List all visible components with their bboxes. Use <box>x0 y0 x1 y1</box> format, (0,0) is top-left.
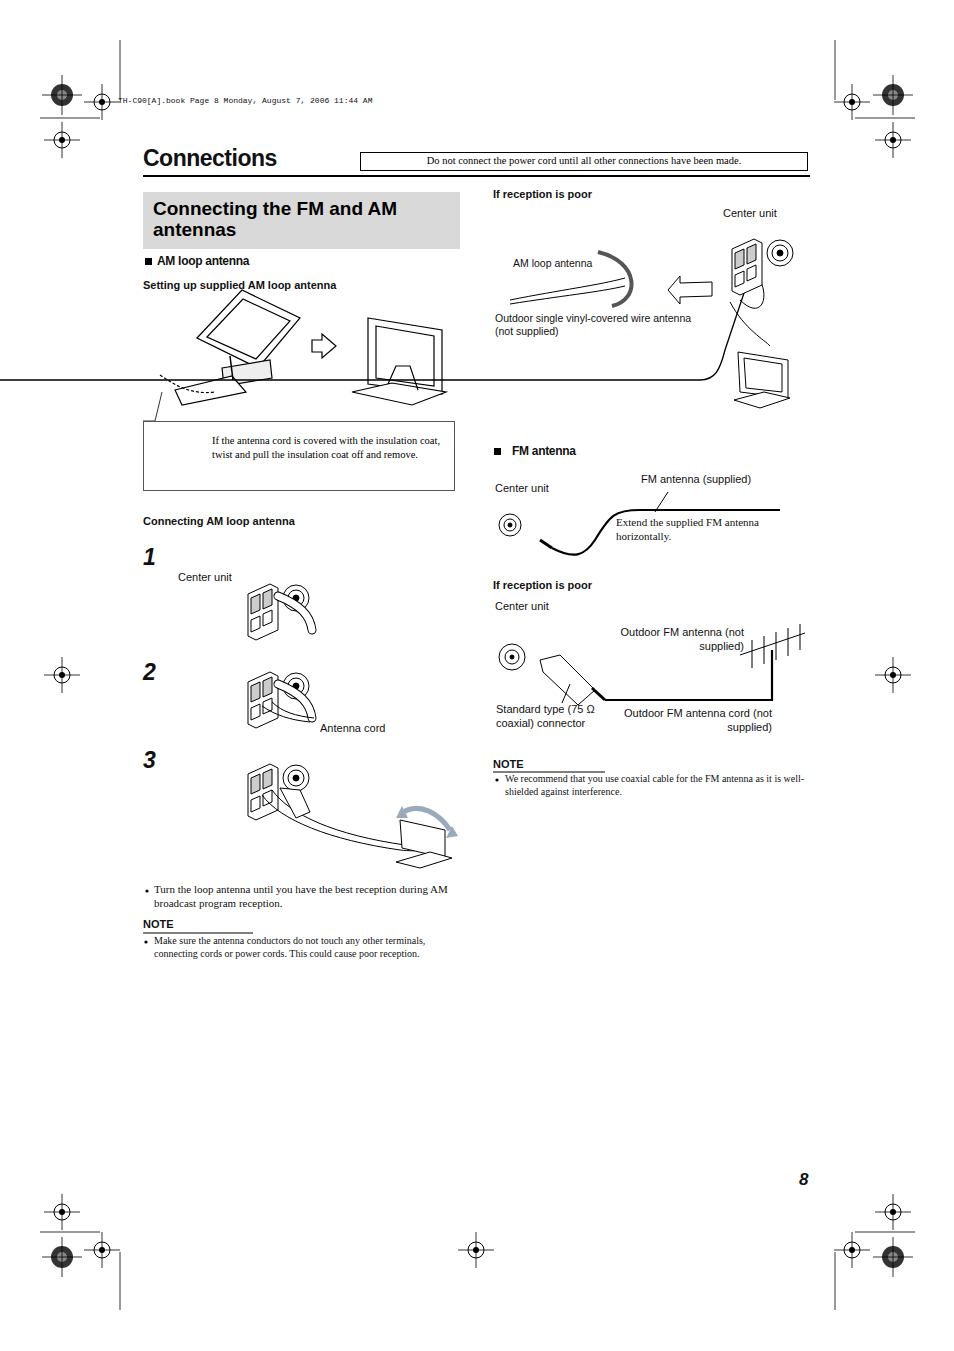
file-header: TH-C90[A].book Page 8 Monday, August 7, … <box>118 96 448 106</box>
part-label: AM loop antenna <box>513 257 633 270</box>
part-label: Center unit <box>495 482 595 496</box>
part-label: Standard type (75 Ω coaxial) connector <box>496 703 608 731</box>
box-text: Connecting the FM and AM antennas <box>153 198 450 241</box>
part-label: FM antenna (supplied) <box>641 473 781 487</box>
instruction-text: Extend the supplied FM antenna horizonta… <box>616 516 791 544</box>
step-number: 1 <box>143 543 173 572</box>
box-text: Do not connect the power cord until all … <box>365 155 803 168</box>
subheading: Connecting AM loop antenna <box>143 515 403 529</box>
part-label: Outdoor FM antenna cord (not supplied) <box>617 707 772 735</box>
page-title: Connections <box>143 144 277 173</box>
section-band: Connecting the FM and AM antennas <box>143 192 460 249</box>
note-heading: NOTE <box>143 918 203 932</box>
part-label: Center unit <box>723 207 823 221</box>
bullet-text: Turn the loop antenna until you have the… <box>154 883 459 911</box>
part-label: Antenna cord <box>320 722 440 736</box>
part-label: Center unit <box>178 571 278 585</box>
note-heading: NOTE <box>493 758 553 772</box>
step-number: 3 <box>143 746 173 775</box>
notice-box: Do not connect the power cord until all … <box>360 152 808 171</box>
section-heading: FM antenna <box>512 444 632 459</box>
subheading: Setting up supplied AM loop antenna <box>143 279 403 293</box>
subheading: If reception is poor <box>493 188 693 202</box>
section-heading: AM loop antenna <box>157 254 357 269</box>
part-label: Outdoor single vinyl-covered wire antenn… <box>495 312 710 338</box>
note-text: Make sure the antenna conductors do not … <box>154 935 464 960</box>
part-label: Center unit <box>495 600 595 614</box>
note-box: If the antenna cord is covered with the … <box>143 421 455 491</box>
subheading: If reception is poor <box>493 579 693 593</box>
page-number: 8 <box>799 1169 819 1190</box>
note-text: We recommend that you use coaxial cable … <box>505 773 815 798</box>
box-text: If the antenna cord is covered with the … <box>212 434 444 461</box>
part-label: Outdoor FM antenna (not supplied) <box>608 626 744 654</box>
step-number: 2 <box>143 658 173 687</box>
